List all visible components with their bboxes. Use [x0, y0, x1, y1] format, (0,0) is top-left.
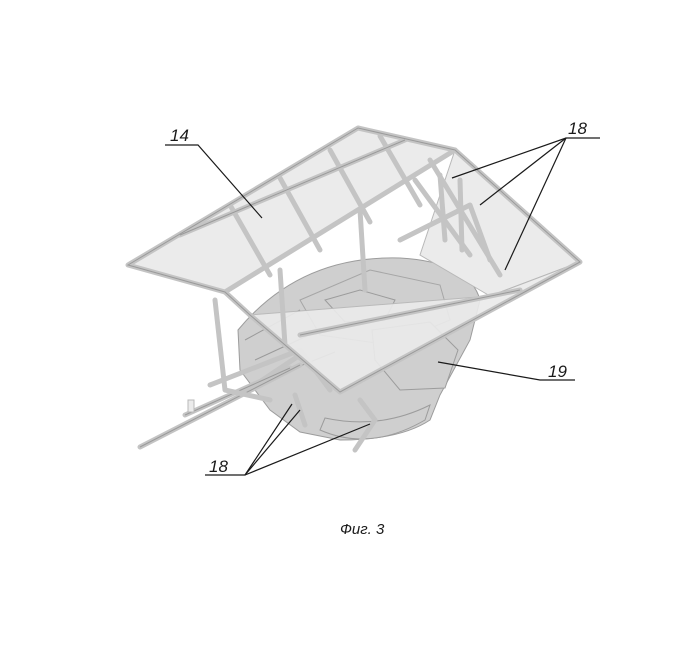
cover-frame	[125, 125, 583, 453]
leader-18-bottom-b	[244, 409, 301, 476]
leader-18-bottom-c	[244, 423, 371, 476]
label-14: 14	[170, 126, 189, 145]
leader-14	[165, 144, 263, 219]
label-18-bottom: 18	[209, 457, 228, 476]
leader-18-top-b	[479, 137, 567, 206]
leader-18-top-c	[504, 137, 567, 271]
leader-lines	[165, 137, 600, 476]
leader-19	[437, 361, 575, 381]
figure-caption: Фиг. 3	[340, 521, 385, 538]
label-19: 19	[548, 362, 567, 381]
label-18-top: 18	[568, 119, 587, 138]
